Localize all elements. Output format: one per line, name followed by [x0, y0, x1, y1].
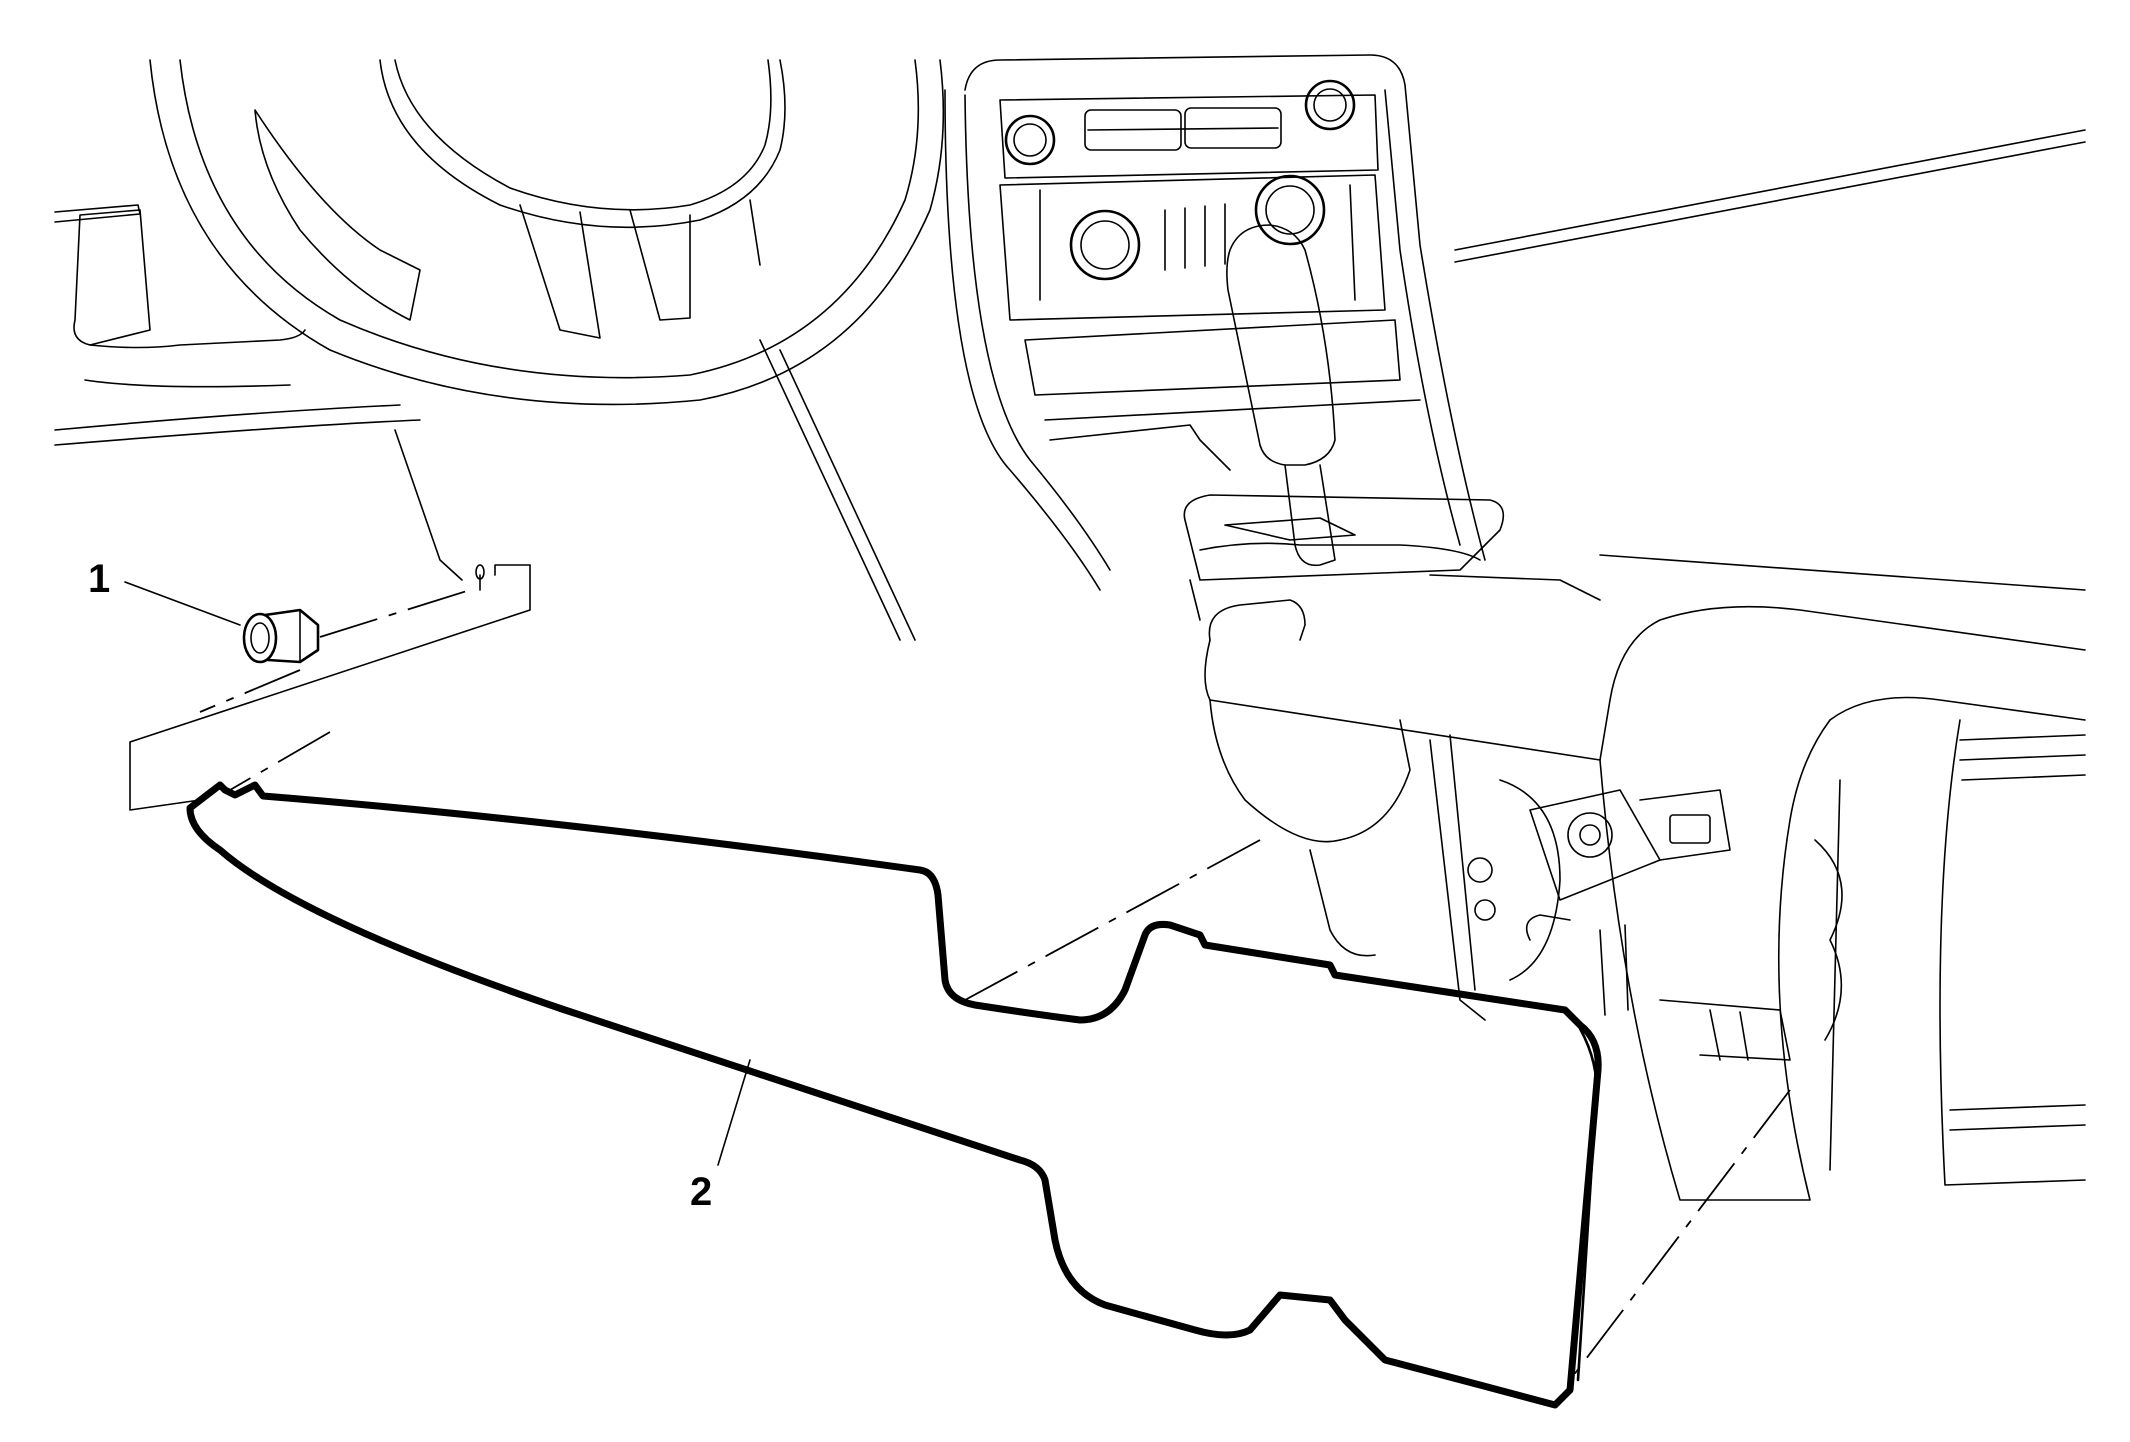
- instrument-panel: [54, 129, 2086, 641]
- push-pin-fastener: [242, 608, 320, 664]
- console-bracket: [1309, 734, 1791, 1061]
- side-trim-panel: [186, 781, 1602, 1409]
- shift-lever: [1183, 224, 1601, 621]
- center-console: [1204, 599, 2086, 1201]
- callout-leaders: [124, 581, 751, 1166]
- center-stack: [944, 54, 1486, 591]
- callout-label-2: 2: [690, 1170, 712, 1214]
- steering-wheel: [73, 59, 945, 406]
- retainer-plate: [129, 564, 531, 811]
- callout-label-1: 1: [88, 557, 110, 601]
- alignment-lines: [199, 589, 1791, 1381]
